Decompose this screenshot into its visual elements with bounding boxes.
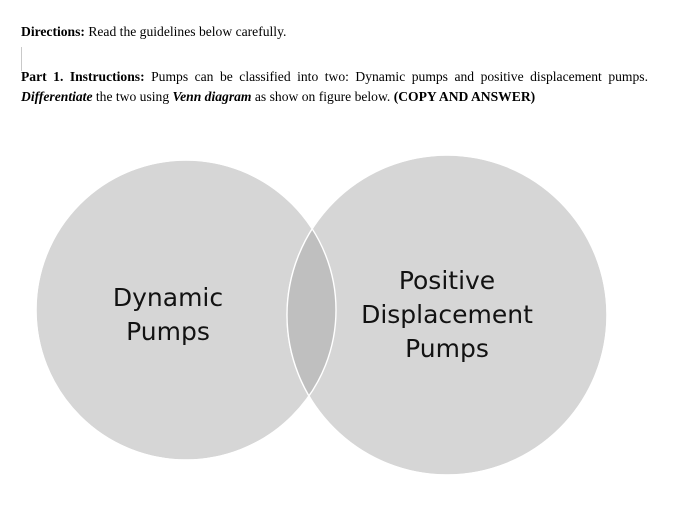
venn-label-left-line-2: Pumps <box>126 317 210 346</box>
instructions-segment-2: the two using <box>92 88 173 104</box>
venn-label-right-line-1: Positive <box>399 266 495 295</box>
text-cursor-line <box>21 47 22 71</box>
instructions-emphasis-venn-diagram: Venn diagram <box>172 88 252 104</box>
venn-circle-right-outline <box>286 154 608 476</box>
directions-text: Read the guidelines below carefully. <box>84 24 287 39</box>
venn-label-right-line-3: Pumps <box>405 334 489 363</box>
instructions-paragraph: Part 1. Instructions: Pumps can be class… <box>21 67 648 106</box>
instructions-emphasis-differentiate: Differentiate <box>21 88 93 104</box>
instructions-segment-3: as show on figure below. <box>251 88 394 104</box>
venn-diagram: Dynamic Pumps Positive Displacement Pump… <box>0 140 690 508</box>
instructions-label: Part 1. Instructions: <box>21 69 145 84</box>
venn-label-right-line-2: Displacement <box>361 300 533 329</box>
instructions-emphasis-copy-and-answer: (COPY AND ANSWER) <box>393 88 536 104</box>
instructions-segment-1: Pumps can be classified into two: Dynami… <box>144 69 648 84</box>
instructions-text-block: Directions: Read the guidelines below ca… <box>21 22 648 104</box>
directions-label: Directions: <box>21 24 85 39</box>
venn-circle-left-outline <box>35 159 337 461</box>
directions-paragraph: Directions: Read the guidelines below ca… <box>21 22 648 42</box>
venn-label-left-line-1: Dynamic <box>113 283 223 312</box>
